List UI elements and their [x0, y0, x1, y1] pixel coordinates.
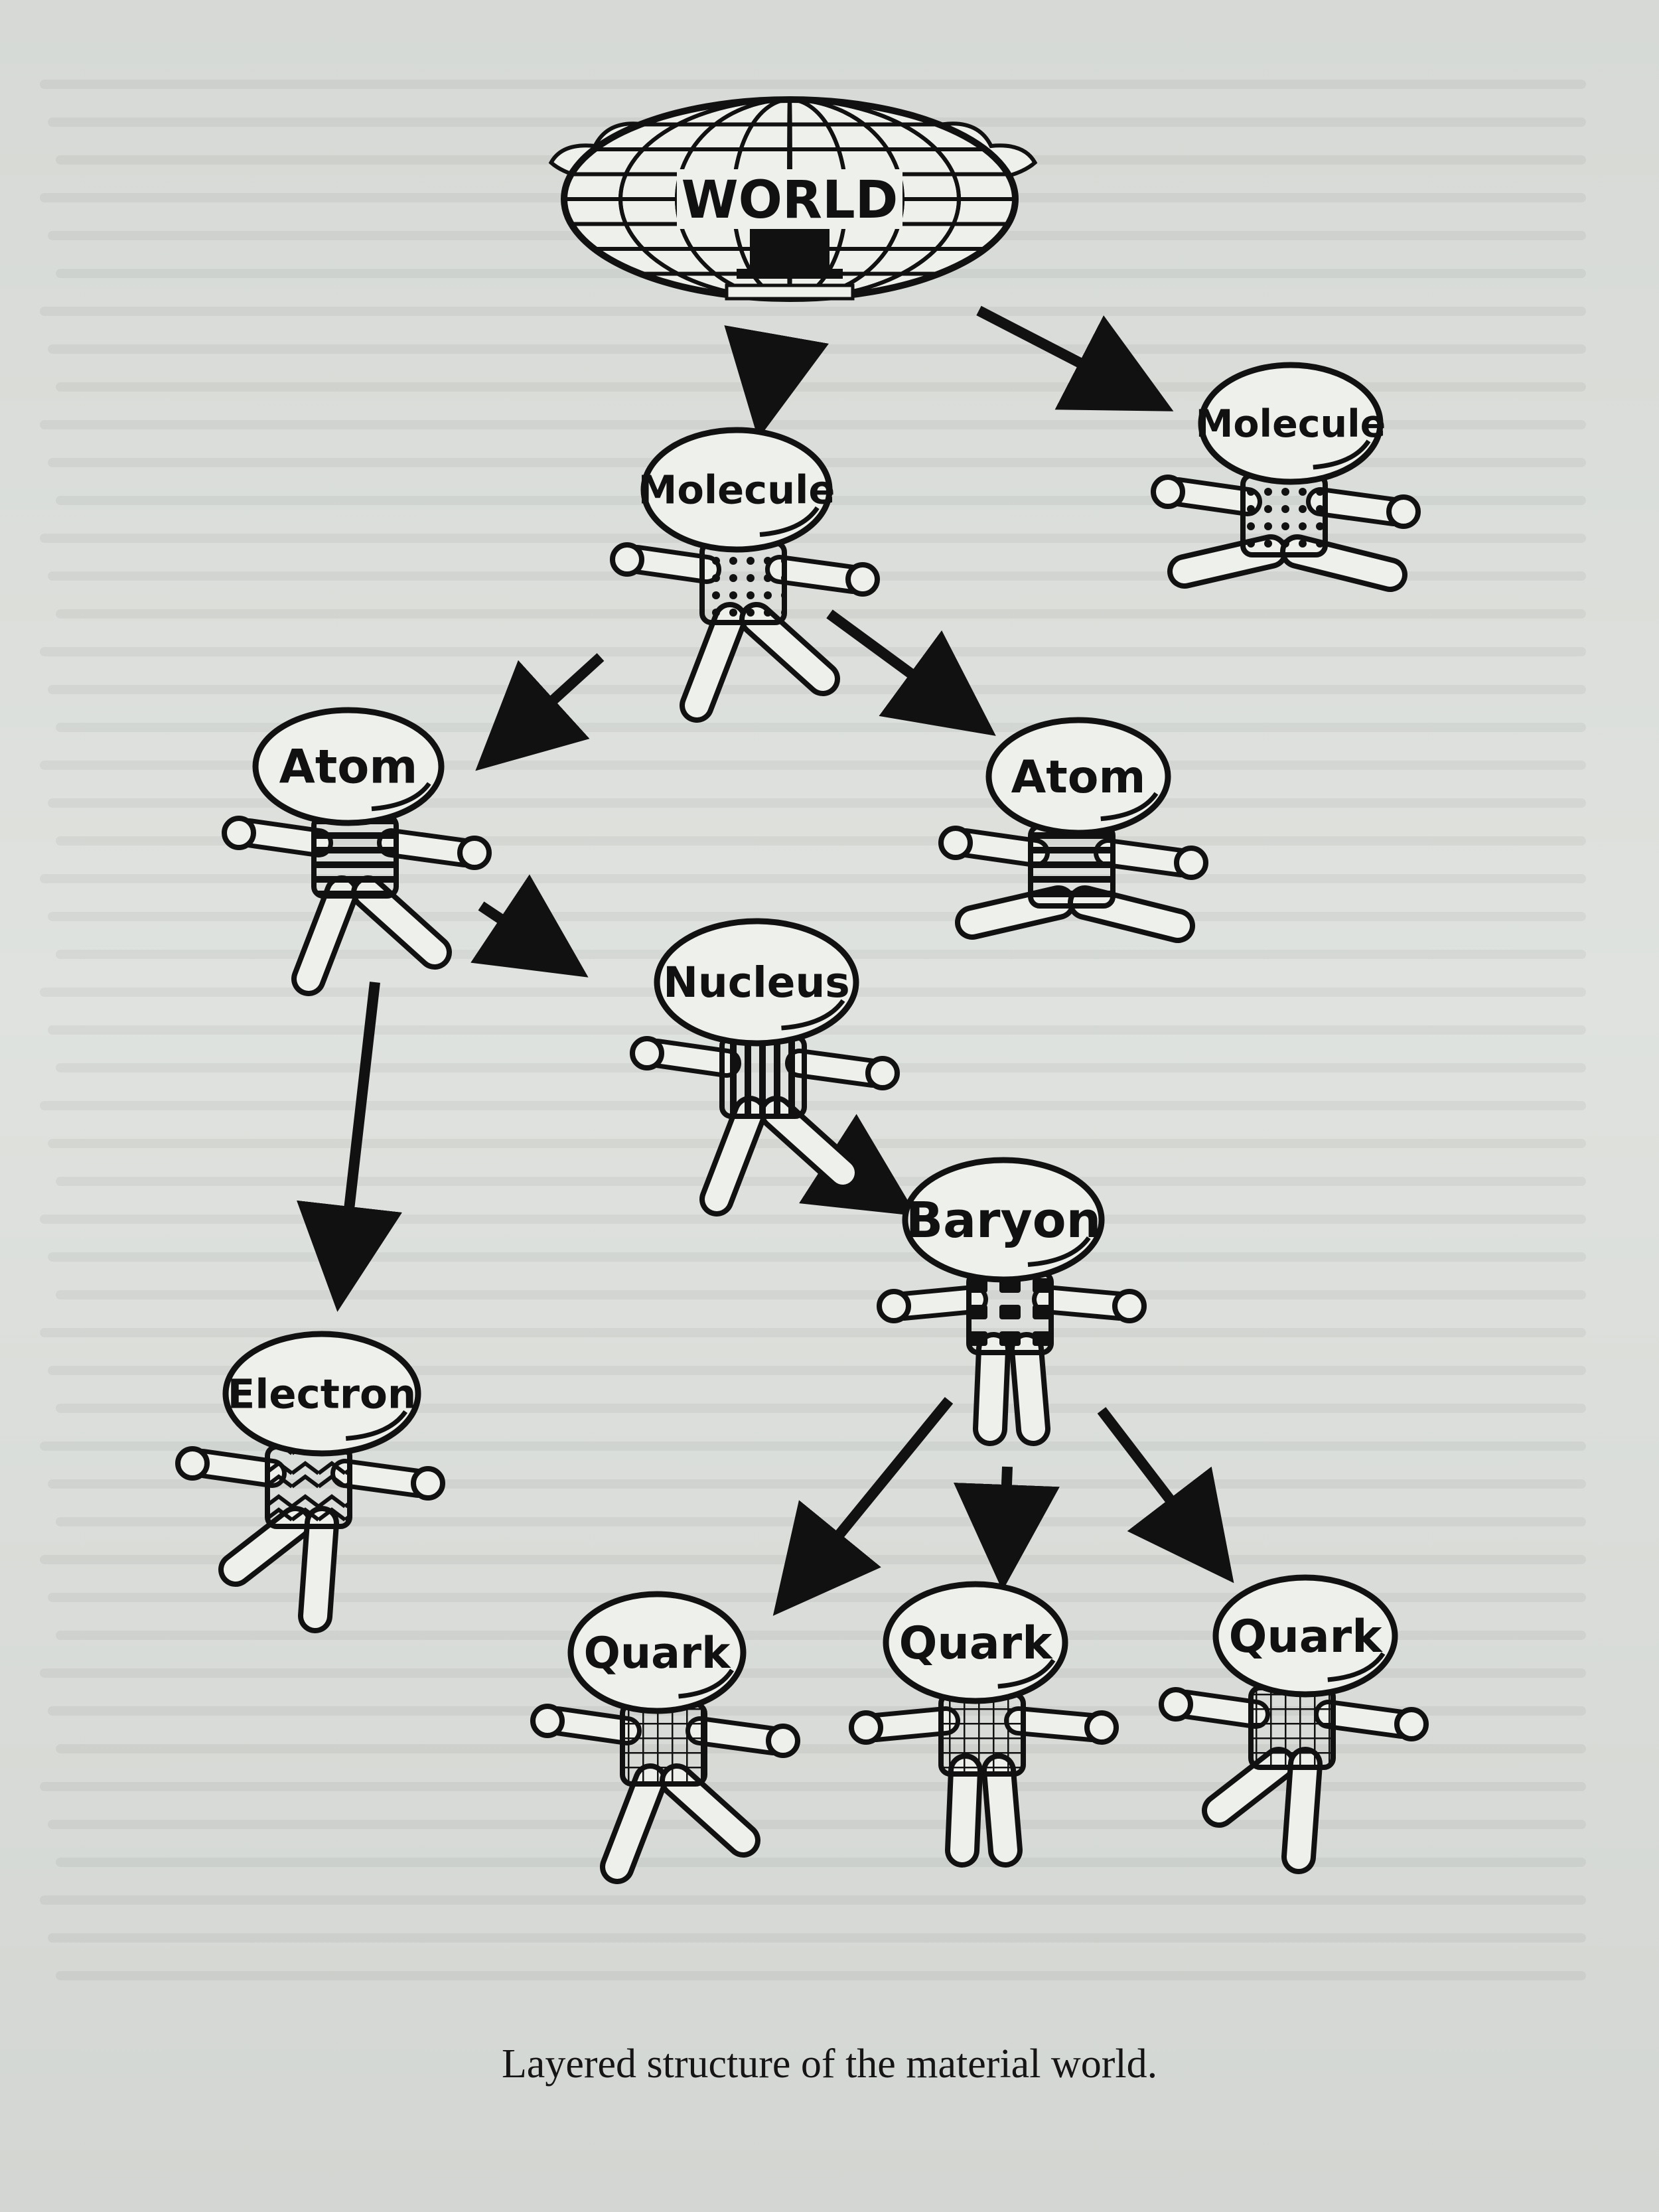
node-electron: Electron	[178, 1334, 443, 1616]
node-atom-1: Atom	[224, 710, 489, 979]
arrow-molecule-1-to-atom-2	[830, 614, 979, 723]
figure-torso	[1031, 826, 1113, 906]
figure-torso	[941, 1694, 1023, 1774]
node-label: Quark	[1229, 1611, 1384, 1663]
node-molecule-2: Molecule	[1153, 365, 1418, 575]
figure-torso	[267, 1447, 350, 1526]
node-nucleus: Nucleus	[632, 921, 897, 1199]
node-molecule-1: Molecule	[613, 430, 877, 705]
node-label: Nucleus	[663, 958, 850, 1007]
figure-caption: Layered structure of the material world.	[0, 2041, 1659, 2088]
figure-torso	[702, 543, 784, 623]
arrow-molecule-1-to-atom-1	[491, 657, 601, 757]
node-label: Molecule	[1196, 402, 1386, 446]
figure-torso	[722, 1037, 804, 1116]
arrow-baryon-to-quark-2	[1003, 1467, 1007, 1570]
figure-torso	[622, 1704, 705, 1784]
arrow-baryon-to-quark-3	[1102, 1410, 1221, 1566]
arrow-world-to-molecule-2	[979, 311, 1155, 402]
node-quark-1: Quark	[533, 1594, 798, 1867]
node-label: Quark	[899, 1617, 1054, 1670]
node-quark-2: Quark	[851, 1584, 1116, 1850]
node-quark-3: Quark	[1161, 1578, 1426, 1857]
node-label: Quark	[584, 1629, 731, 1678]
arrow-atom-1-to-electron	[340, 982, 375, 1291]
arrow-baryon-to-quark-1	[786, 1400, 949, 1599]
node-label: Molecule	[638, 467, 835, 513]
node-world: WORLD	[551, 100, 1035, 299]
figure-torso	[1243, 475, 1325, 555]
node-label: Atom	[1011, 751, 1146, 804]
figure-torso	[1251, 1688, 1333, 1767]
node-label: Atom	[279, 740, 418, 794]
figure-torso	[969, 1273, 1051, 1353]
node-label: Baryon	[906, 1192, 1102, 1249]
node-label: WORLD	[682, 171, 899, 230]
figure-torso	[314, 816, 396, 896]
node-atom-2: Atom	[941, 720, 1206, 926]
node-label: Electron	[228, 1370, 417, 1418]
arrow-atom-1-to-nucleus	[481, 906, 571, 966]
node-baryon: Baryon	[879, 1160, 1144, 1429]
arrow-world-to-molecule-1	[762, 335, 776, 418]
